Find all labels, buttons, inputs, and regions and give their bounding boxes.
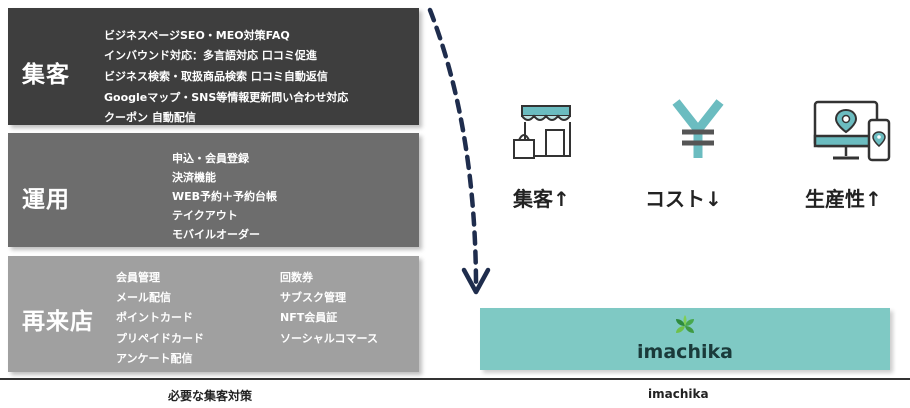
acquisition-item: ビジネス検索・取扱商品検索 口コミ自動返信	[104, 70, 328, 83]
dashed-arrow-icon	[427, 7, 491, 295]
acquisition-item: ビジネスページSEO・MEO対策FAQ	[104, 29, 290, 42]
acquisition-item: Googleマップ・SNS等情報更新問い合わせ対応	[104, 91, 349, 104]
left-caption: 必要な集客対策	[168, 389, 253, 403]
repeat-item: プリペイドカード	[116, 332, 204, 345]
acquisition-heading: 集客	[22, 62, 70, 88]
acquisition-item: クーポン 自動配信	[104, 111, 196, 124]
operation-item: WEB予約＋予約台帳	[172, 190, 278, 203]
green-clover-icon	[676, 315, 694, 333]
repeat-item: メール配信	[116, 291, 171, 304]
metric-label-productivity: 生産性↑	[805, 187, 882, 211]
repeat-visit-band: 再来店 会員管理 メール配信 ポイントカード プリペイドカード アンケート配信 …	[8, 256, 419, 372]
repeat-item: ポイントカード	[116, 311, 193, 324]
yen-icon	[672, 99, 724, 158]
storefront-shopping-bag-icon	[513, 105, 571, 159]
operation-item: 決済機能	[172, 171, 216, 184]
footer-divider	[0, 378, 910, 380]
operation-heading: 運用	[22, 187, 70, 213]
operation-band: 運用 申込・会員登録 決済機能 WEB予約＋予約台帳 テイクアウト モバイルオー…	[8, 133, 419, 247]
repeat-visit-heading: 再来店	[22, 309, 94, 335]
right-caption: imachika	[648, 387, 709, 401]
acquisition-band: 集客 ビジネスページSEO・MEO対策FAQ インバウンド対応：多言語対応 口コ…	[8, 8, 419, 125]
repeat-item: 会員管理	[116, 271, 160, 284]
metric-label-cost: コスト↓	[645, 187, 722, 211]
operation-item: モバイルオーダー	[172, 228, 260, 241]
operation-item: 申込・会員登録	[172, 152, 249, 165]
imachika-logo-box: imachika	[480, 308, 890, 370]
repeat-item: NFT会員証	[280, 311, 338, 324]
devices-location-pin-icon	[813, 100, 891, 162]
repeat-item: ソーシャルコマース	[280, 332, 379, 345]
repeat-item: 回数券	[280, 271, 313, 284]
acquisition-item: インバウンド対応：多言語対応 口コミ促進	[104, 49, 317, 62]
imachika-logo-text: imachika	[637, 341, 733, 363]
repeat-item: サブスク管理	[280, 291, 346, 304]
metric-label-acquisition: 集客↑	[513, 187, 570, 211]
operation-item: テイクアウト	[172, 209, 238, 222]
repeat-item: アンケート配信	[116, 352, 193, 365]
